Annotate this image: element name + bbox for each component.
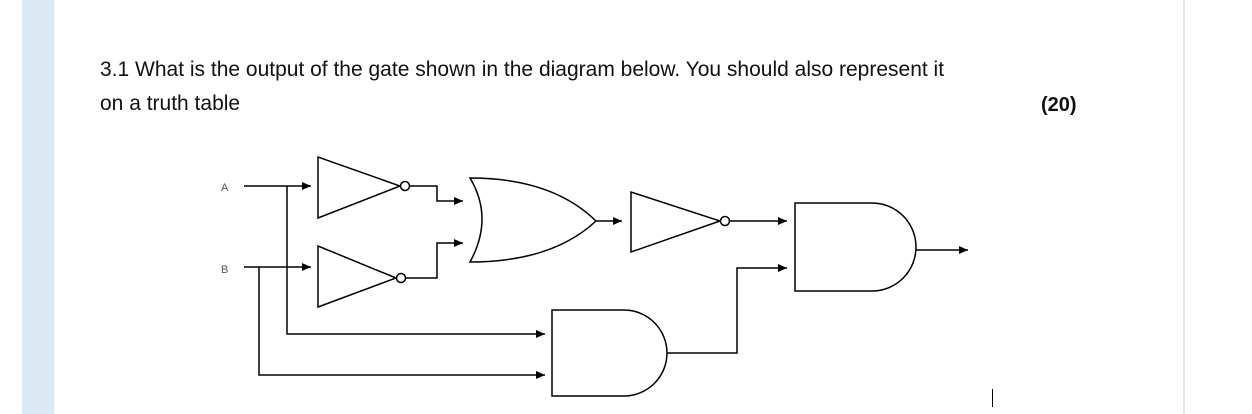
- or-gate: [468, 177, 598, 263]
- question-text-line-1: 3.1 What is the output of the gate shown…: [100, 58, 945, 81]
- not-gate-3: [630, 190, 731, 254]
- and-gate-bottom: [551, 309, 668, 397]
- wire-input-a: [244, 182, 545, 338]
- page-edge: [1183, 0, 1185, 414]
- wire-and-to-and-final: [667, 264, 787, 354]
- text-cursor: [992, 389, 993, 407]
- wire-not-to-or: [406, 185, 463, 279]
- not-gate-b: [317, 244, 407, 309]
- wire-input-b: [244, 263, 545, 379]
- input-b-label: B: [221, 264, 228, 276]
- page-margin-strip: [22, 0, 54, 414]
- question-text-line-2: on a truth table: [100, 92, 241, 115]
- not-gate-a: [317, 155, 411, 220]
- question-marks: (20): [1041, 94, 1077, 116]
- and-gate-final: [794, 202, 917, 292]
- input-a-label: A: [221, 182, 229, 194]
